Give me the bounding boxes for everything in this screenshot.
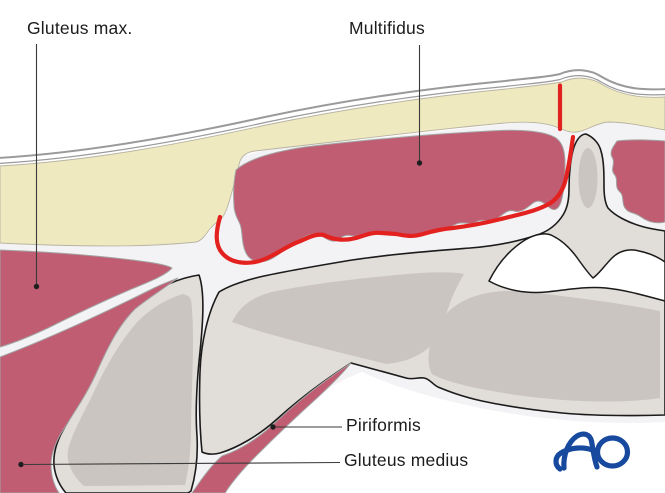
sacrum-ala-core: [232, 272, 464, 364]
spinous-process-core: [578, 148, 598, 208]
gluteus-max-leader-dot: [33, 283, 40, 290]
sacrum-body-core: [428, 290, 660, 402]
label-multifidus: Multifidus: [349, 18, 425, 38]
label-gluteus-max: Gluteus max.: [27, 18, 133, 38]
label-gluteus-medius: Gluteus medius: [344, 450, 469, 470]
gluteus-maximus-muscle: [0, 249, 173, 348]
piriformis-leader-dot: [270, 424, 276, 430]
ao-logo: [553, 431, 631, 472]
skin-outline-outer: [0, 69, 665, 159]
label-piriformis: Piriformis: [346, 415, 421, 435]
dissection-path-line: [214, 134, 576, 265]
gluteus-medius-leader-line: [23, 461, 341, 466]
gluteus-medius-leader-dot: [18, 461, 24, 468]
ao-logo-letter-a-swoosh: [553, 445, 595, 472]
ilium-core: [67, 294, 194, 486]
leader-dots: [18, 160, 423, 468]
sacral-canal: [488, 233, 665, 302]
leader-lines: [23, 44, 421, 466]
skin-outline-inner: [0, 75, 665, 164]
multifidus-muscle-left: [233, 129, 566, 263]
ao-logo-letter-o: [594, 435, 631, 469]
multifidus-leader-dot: [416, 160, 423, 166]
